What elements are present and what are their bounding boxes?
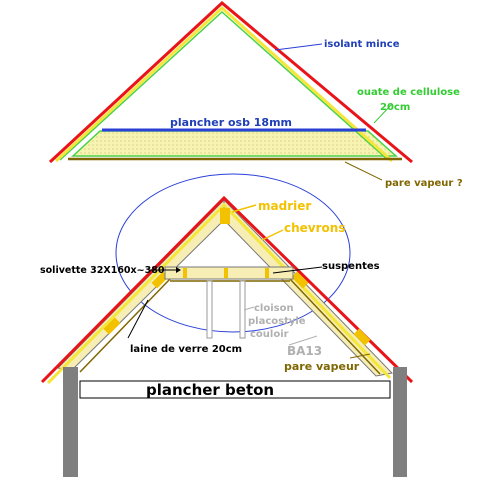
bottom-roof-yellow-line	[46, 202, 392, 385]
partition-stud-left	[206, 280, 213, 339]
leader-ba13	[288, 335, 318, 346]
concrete-floor-slab	[79, 380, 391, 399]
cellulose-insulation-layer	[71, 130, 398, 157]
solivette-joist	[164, 266, 294, 280]
left-spacer-block-1	[151, 271, 169, 289]
leader-cloison	[243, 306, 255, 311]
label-cloison-line2: placostyle	[248, 316, 306, 327]
hanger-right	[265, 268, 269, 278]
label-plancher-osb: plancher osb 18mm	[170, 116, 292, 129]
bottom-roof-section: madrier chevrons solivette 32X160x~380 s…	[40, 173, 414, 477]
leader-suspentes	[272, 266, 323, 274]
right-wall-pillar	[393, 367, 407, 477]
label-pare-vapeur-top: pare vapeur ?	[385, 178, 463, 189]
left-inner-line	[79, 278, 171, 373]
ridge-beam-madrier	[220, 208, 230, 224]
leader-laine	[127, 299, 149, 339]
label-madrier: madrier	[258, 199, 311, 213]
leader-solivette-arrow	[176, 267, 181, 273]
hanger-center	[224, 268, 228, 278]
label-laine: laine de verre 20cm	[130, 344, 242, 355]
label-pare-vapeur-bottom: pare vapeur	[284, 360, 360, 373]
label-solivette: solivette 32X160x~380	[40, 265, 165, 276]
label-plancher-beton: plancher beton	[146, 381, 274, 399]
label-cloison-line3: couloir	[250, 329, 289, 340]
highlight-ellipse	[115, 173, 351, 333]
left-spacer-block-2	[103, 317, 121, 335]
top-roof-section: isolant mince ouate de cellulose 20cm pl…	[48, 1, 463, 189]
label-ouate-line2: 20cm	[380, 102, 410, 113]
label-suspentes: suspentes	[322, 261, 380, 272]
label-cloison-line1: cloison	[254, 303, 294, 314]
leader-chevrons	[261, 229, 284, 241]
hanger-left	[183, 268, 187, 278]
label-isolant-mince: isolant mince	[324, 39, 400, 50]
right-spacer-block-2	[353, 328, 371, 346]
roof-red-outline	[48, 1, 413, 164]
leader-ouate	[373, 103, 393, 124]
left-wall-pillar	[63, 367, 78, 477]
bottom-roof-red-outline	[40, 195, 414, 384]
label-ba13: BA13	[287, 344, 322, 358]
roof-yellow-line	[54, 5, 394, 163]
leader-isolant	[274, 43, 323, 51]
right-inner-line	[289, 278, 381, 375]
thin-insulation-line	[59, 10, 389, 161]
label-chevrons: chevrons	[284, 221, 345, 235]
right-spacer-block-1	[291, 271, 309, 289]
label-ouate-line1: ouate de cellulose	[357, 87, 460, 98]
leader-madrier	[231, 204, 257, 213]
leader-pare-vapeur-top	[344, 161, 383, 181]
leader-pare-vapeur-bottom	[349, 353, 371, 359]
